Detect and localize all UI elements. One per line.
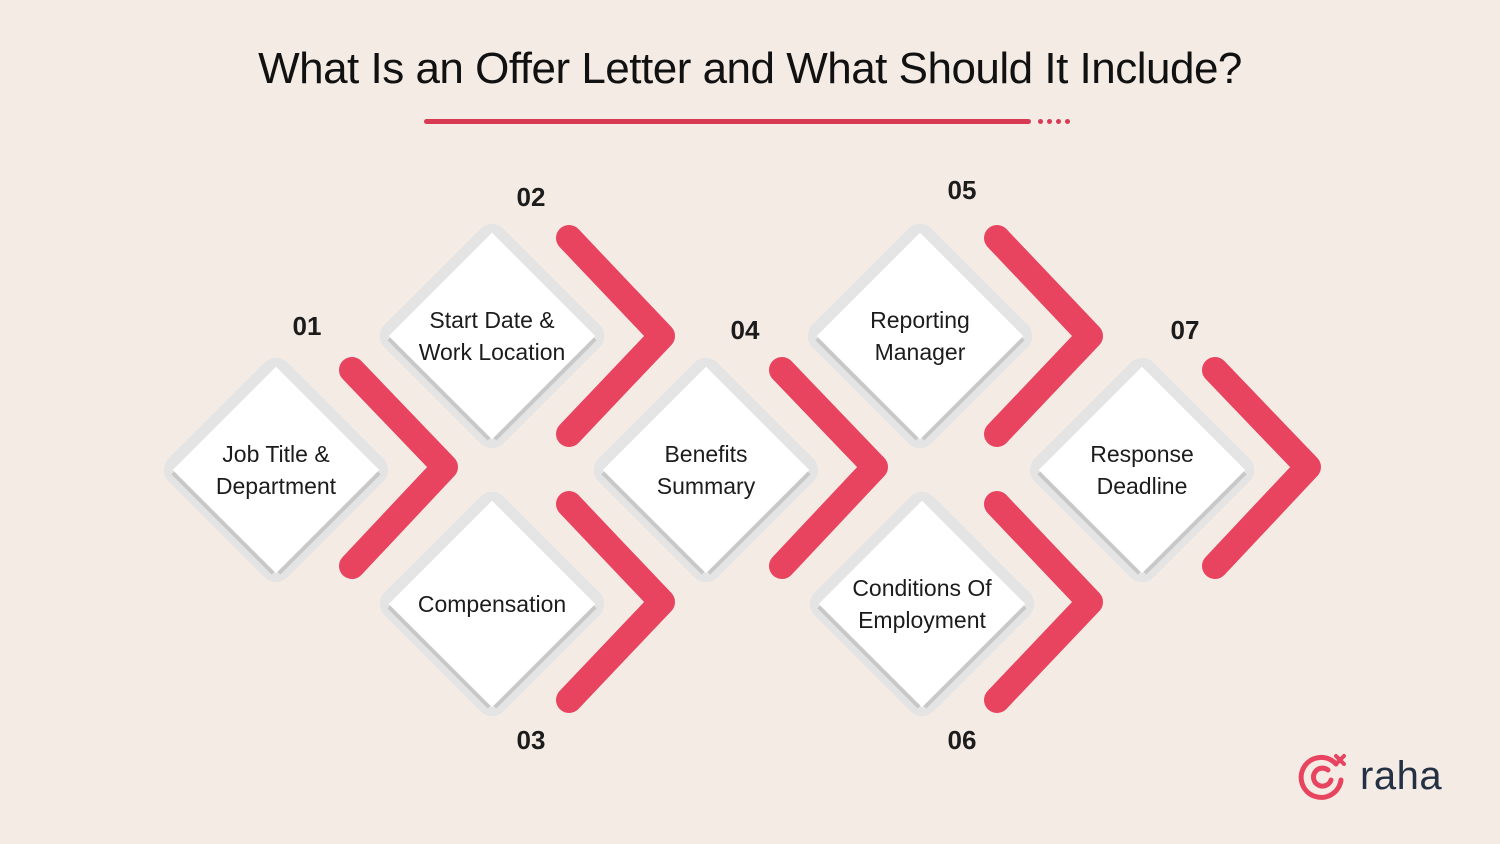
step-label: Reporting Manager [870, 307, 970, 365]
step-04: Benefits Summary [586, 350, 826, 590]
step-02: Start Date & Work Location [372, 216, 612, 456]
title-underline-dots [1038, 119, 1078, 124]
step-label: Benefits Summary [656, 441, 756, 499]
step-number: 04 [730, 315, 760, 345]
step-number: 03 [516, 725, 546, 755]
chevron-icon [1202, 357, 1321, 579]
step-label: Response Deadline [1090, 441, 1194, 499]
chevron-icon [984, 225, 1103, 447]
step-number: 07 [1170, 315, 1200, 345]
chevron-icon [556, 225, 675, 447]
chevron-icon [556, 491, 675, 713]
step-label: Start Date & Work Location [418, 307, 566, 365]
page-title: What Is an Offer Letter and What Should … [258, 44, 1242, 93]
logo-text: raha [1360, 753, 1443, 798]
step-01: Job Title & Department [156, 350, 396, 590]
step-number: 06 [947, 725, 977, 755]
step-06: Conditions Of Employment [802, 484, 1042, 724]
chevron-icon [339, 357, 458, 579]
step-03: Compensation [372, 484, 612, 724]
step-05: Reporting Manager [800, 216, 1040, 456]
target-x-icon [1298, 754, 1346, 800]
chevron-icon [769, 357, 888, 579]
step-number: 05 [947, 175, 977, 205]
title-underline [424, 119, 1031, 124]
step-number: 01 [292, 311, 322, 341]
step-07: Response Deadline [1022, 350, 1262, 590]
step-label: Compensation [417, 591, 567, 617]
raha-logo: raha [1296, 748, 1442, 804]
step-number: 02 [516, 182, 546, 212]
step-label: Conditions Of Employment [852, 575, 992, 633]
chevron-icon [984, 491, 1103, 713]
step-label: Job Title & Department [215, 441, 337, 499]
